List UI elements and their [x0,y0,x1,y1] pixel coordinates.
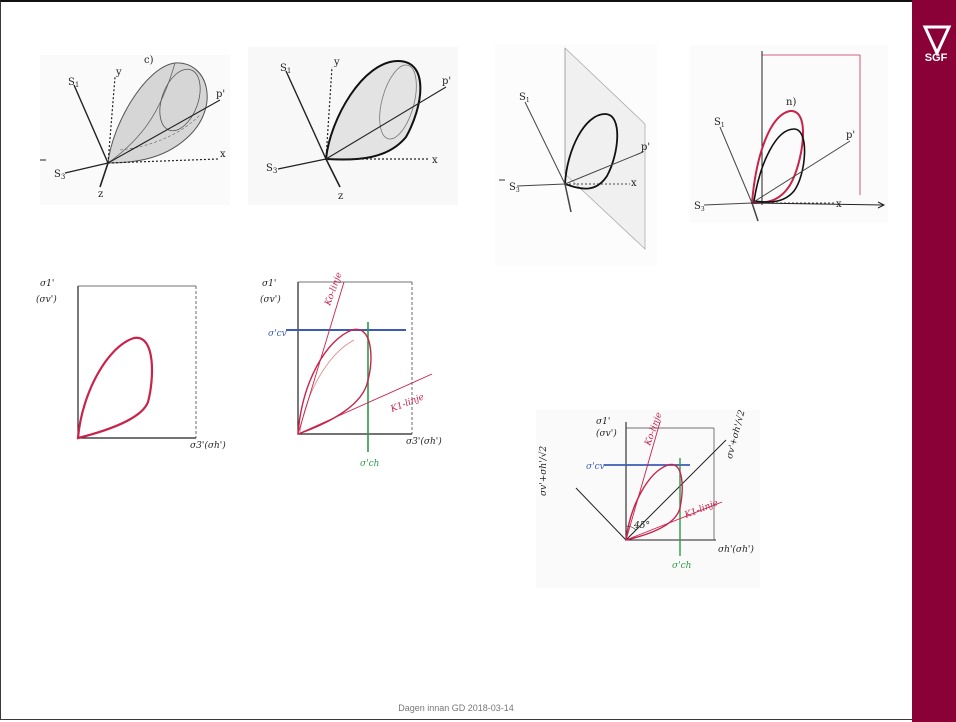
label-x: x [631,178,637,189]
p-axis [325,86,447,160]
rotated-right-axis [625,439,727,541]
label-s3: S3 [266,163,277,175]
label-x: x [432,155,438,166]
x-axis-label: σ3'(σh') [406,436,442,447]
footer-text: Dagen innan GD 2018-03-14 [398,703,514,713]
label-y: y [115,67,122,78]
surface-outline [324,59,422,161]
label-s3: S3 [509,182,520,194]
label-x: x [220,149,226,160]
horizontal-arrow [751,202,885,206]
label-z: z [338,191,343,202]
plane [564,47,646,250]
y-axis-label: σ1' [596,417,610,427]
z-axis [564,183,572,213]
label-p: p' [216,89,225,100]
label-s1: S1 [519,92,530,104]
p-axis [107,99,221,164]
sketch-3d-surface-grey: S1 y x p' S3 z c) [40,55,230,205]
label-p: p' [846,130,855,141]
sketch-3d-surface-outline: S1 y x p' S3 z [248,47,458,205]
ch-label: σ'ch [360,459,379,469]
label-p: p' [641,142,650,153]
y-axis-label: σ1' [40,279,54,289]
red-curve [750,109,804,205]
s1-axis [73,84,109,164]
rotated-left-axis [575,487,627,541]
y-axis-label: σ1' [262,279,276,289]
label-n: n) [786,97,796,108]
ko-line [297,281,345,435]
sketch-3d-section-plane: S1 p' x S3 [495,44,657,266]
s1-axis [719,126,753,204]
label-p: p' [442,76,451,87]
sketch-2d-yield-curve: σ1' (σv') σ3'(σh') [30,262,238,464]
z-axis [99,162,109,188]
angle-arc [625,525,637,531]
s1-axis [285,70,327,160]
sketch-3d-red-curve: S1 p' x S3 n) [690,45,888,223]
red-yield-curve [625,463,683,541]
ko-line-label: Ko-linje [643,411,665,448]
ko-line [625,421,661,541]
cv-label: σ'cv [586,462,605,472]
yield-curve [564,113,619,190]
ch-label: σ'ch [672,561,691,571]
rotated-left-label: σv'+σh'/√2 [538,446,549,496]
x-axis-label: σh'(σh') [718,544,754,555]
x-axis-label: σ3'(σh') [190,440,226,451]
rotated-right-label: σv'+σh'/√2 [724,410,748,460]
label-z: z [98,189,103,200]
surface-shape [107,62,208,164]
label-s1: S1 [280,63,291,75]
y-axis-label-alt: (σv') [36,294,57,305]
brand-bar [912,0,956,722]
label-s1: S1 [68,77,79,89]
k1-line-label: K1-linje [388,392,425,415]
label-s3: S3 [694,201,705,213]
z-axis [325,158,341,188]
black-curve [753,128,806,203]
nabla-triangle-icon [922,25,952,57]
y-axis-label-alt: (σv') [260,294,281,305]
y-axis [325,66,333,160]
brand-logo-text: SGF [924,52,948,64]
red-yield-curve [76,336,154,440]
label-s1: S1 [714,117,725,129]
z-axis [751,202,759,222]
angle-label: 45° [633,521,650,531]
k1-line [625,501,723,541]
cv-label: σ'cv [268,329,287,339]
sketch-2d-preconsolidation: Ko-linje K1-linje σ1' (σv') σ3'(σh') σ'c… [256,262,464,478]
red-yield-curve [297,328,372,436]
label-y: y [333,57,340,68]
p-axis [751,140,851,204]
s3-axis [277,158,327,170]
s1-axis [524,101,566,185]
y-axis-label-alt: (σv') [596,428,617,439]
sketch-2d-rotated-axes: 45° Ko-linje K1-linje σ1' (σv') σh'(σh')… [536,410,760,588]
s3-axis [516,183,566,187]
k1-line [297,373,433,435]
s3-axis [64,162,109,174]
label-x: x [836,199,842,210]
p-axis [564,151,644,185]
s3-axis [703,202,753,206]
label-c: c) [144,55,154,66]
label-s3: S3 [54,169,65,181]
